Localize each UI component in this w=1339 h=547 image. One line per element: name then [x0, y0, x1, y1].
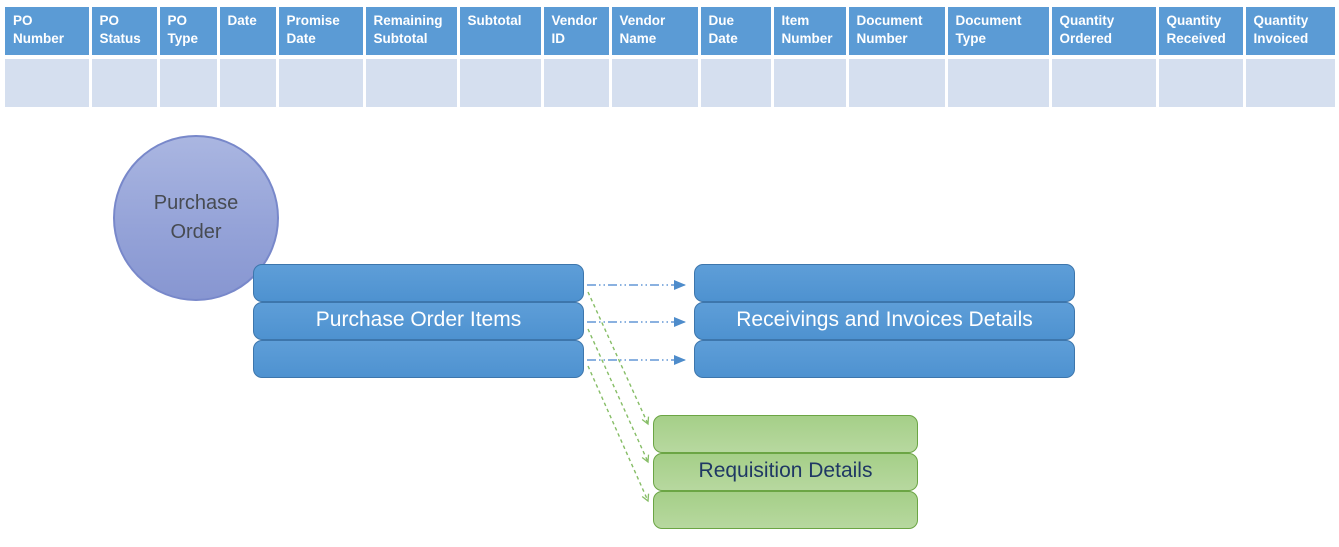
empty-cell: [277, 57, 366, 107]
purchase-order-items-row-top: [253, 264, 584, 302]
empty-cell: [458, 57, 544, 107]
empty-cell: [218, 57, 279, 107]
green-connector-1: [587, 291, 650, 426]
col-header-document-type: Document Type: [946, 7, 1052, 59]
col-header-promise-date: Promise Date: [277, 7, 366, 59]
green-connector-2: [587, 328, 650, 464]
empty-cell: [542, 57, 612, 107]
receivings-invoices-row-bottom: [694, 340, 1075, 378]
po-table-empty-row: [5, 57, 1335, 107]
empty-cell: [158, 57, 220, 107]
empty-cell: [364, 57, 460, 107]
po-table: PO Number PO Status PO Type Date Promise…: [5, 7, 1335, 107]
green-connector-3: [587, 365, 650, 503]
requisition-details-row-middle: Requisition Details: [653, 453, 918, 491]
purchase-order-items-row-middle: Purchase Order Items: [253, 302, 584, 340]
requisition-details-row-top: [653, 415, 918, 453]
col-header-subtotal: Subtotal: [458, 7, 544, 59]
empty-cell: [1050, 57, 1159, 107]
empty-cell: [90, 57, 160, 107]
empty-cell: [610, 57, 701, 107]
purchase-order-circle-label: Purchase Order: [153, 192, 239, 243]
receivings-invoices-row-middle: Receivings and Invoices Details: [694, 302, 1075, 340]
empty-cell: [1244, 57, 1335, 107]
purchase-order-circle: Purchase Order: [113, 135, 279, 301]
col-header-vendor-name: Vendor Name: [610, 7, 701, 59]
po-table-header-row: PO Number PO Status PO Type Date Promise…: [5, 7, 1335, 59]
col-header-quantity-ordered: Quantity Ordered: [1050, 7, 1159, 59]
requisition-details-label: Requisition Details: [698, 459, 873, 483]
col-header-quantity-received: Quantity Received: [1157, 7, 1246, 59]
empty-cell: [5, 57, 92, 107]
col-header-vendor-id: Vendor ID: [542, 7, 612, 59]
col-header-po-type: PO Type: [158, 7, 220, 59]
receivings-invoices-row-top: [694, 264, 1075, 302]
col-header-item-number: Item Number: [772, 7, 849, 59]
col-header-po-status: PO Status: [90, 7, 160, 59]
purchase-order-items-label: Purchase Order Items: [315, 308, 522, 332]
purchase-order-items-row-bottom: [253, 340, 584, 378]
col-header-remaining-subtotal: Remaining Subtotal: [364, 7, 460, 59]
empty-cell: [946, 57, 1052, 107]
requisition-details-row-bottom: [653, 491, 918, 529]
empty-cell: [847, 57, 948, 107]
receivings-invoices-label: Receivings and Invoices Details: [736, 308, 1033, 332]
empty-cell: [772, 57, 849, 107]
col-header-due-date: Due Date: [699, 7, 774, 59]
empty-cell: [699, 57, 774, 107]
col-header-quantity-invoiced: Quantity Invoiced: [1244, 7, 1335, 59]
col-header-po-number: PO Number: [5, 7, 92, 59]
empty-cell: [1157, 57, 1246, 107]
col-header-date: Date: [218, 7, 279, 59]
col-header-document-number: Document Number: [847, 7, 948, 59]
